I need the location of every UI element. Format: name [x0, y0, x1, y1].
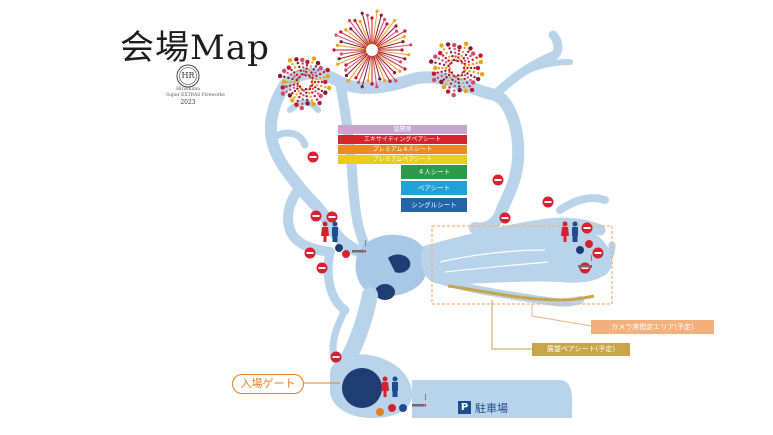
no-entry-icon — [326, 211, 338, 223]
facility-markers — [335, 240, 593, 416]
lake-island — [388, 254, 411, 273]
firework-icon — [332, 9, 413, 89]
map-title: 会場Map — [120, 28, 270, 68]
entrance-gate-label: 入場ゲート — [232, 374, 304, 394]
parking-icon: P — [458, 401, 471, 414]
emblem-monogram: HR — [181, 71, 195, 80]
view-pair-seat-label: 展望ペアシート(予定) — [532, 343, 630, 356]
toilet-icon — [381, 376, 398, 397]
no-entry-icon — [310, 210, 322, 222]
emblem-icon — [176, 64, 200, 88]
no-entry-icon — [330, 351, 342, 363]
no-entry-icon — [592, 247, 604, 259]
firework-icon — [429, 41, 485, 98]
no-entry-icon — [492, 174, 504, 186]
legend-pair-seat: ペアシート — [401, 181, 467, 195]
event-emblem: HR Hiroshima Super EXTRAS Fireworks 2023 — [166, 64, 225, 107]
no-entry-icon — [581, 222, 593, 234]
smoking-area-icon — [412, 393, 427, 407]
view-callout-line — [491, 300, 532, 350]
legend-sponsor-seat: 協賛席 — [338, 125, 467, 134]
lake-island-small — [375, 284, 395, 300]
legend-4-seat: ４人シート — [401, 165, 467, 179]
legend-premium-4-seat: プレミアム４人シート — [338, 145, 467, 154]
no-entry-icon — [307, 151, 319, 163]
camera-callout-line — [531, 304, 592, 327]
parking-text: 駐車場 — [475, 401, 508, 415]
smoking-area-icon — [578, 254, 593, 268]
parking-lot — [412, 380, 573, 418]
parking-label: P 駐車場 — [458, 397, 508, 416]
no-entry-icon — [304, 247, 316, 259]
view-pair-seat-area — [447, 284, 595, 302]
legend-premium-pair-seat: プレミアムペアシート — [338, 155, 467, 164]
no-entry-icon — [579, 262, 591, 274]
no-entry-icon — [316, 262, 328, 274]
smoking-area-icon — [352, 239, 367, 253]
no-entry-icon — [499, 212, 511, 224]
no-entry-icons — [304, 151, 604, 363]
emblem-caption-line2: Super EXTRAS Fireworks — [166, 93, 225, 98]
right-arena-detail — [439, 249, 549, 273]
camera-area-label: カメラ席指定エリア(予定) — [591, 320, 714, 334]
camera-area-box — [431, 225, 613, 305]
no-entry-icon — [542, 196, 554, 208]
emblem-caption-line1: Hiroshima — [176, 87, 200, 92]
toilet-icon — [321, 221, 338, 242]
emblem-year: 2023 — [180, 99, 196, 106]
legend-exciting-pair-seat: エキサイティングペアシート — [338, 135, 467, 144]
toilet-icon — [561, 221, 578, 242]
gate-circle — [342, 368, 382, 408]
legend-single-seat: シングルシート — [401, 198, 467, 212]
firework-icon — [277, 56, 332, 111]
right-arena — [420, 225, 613, 285]
